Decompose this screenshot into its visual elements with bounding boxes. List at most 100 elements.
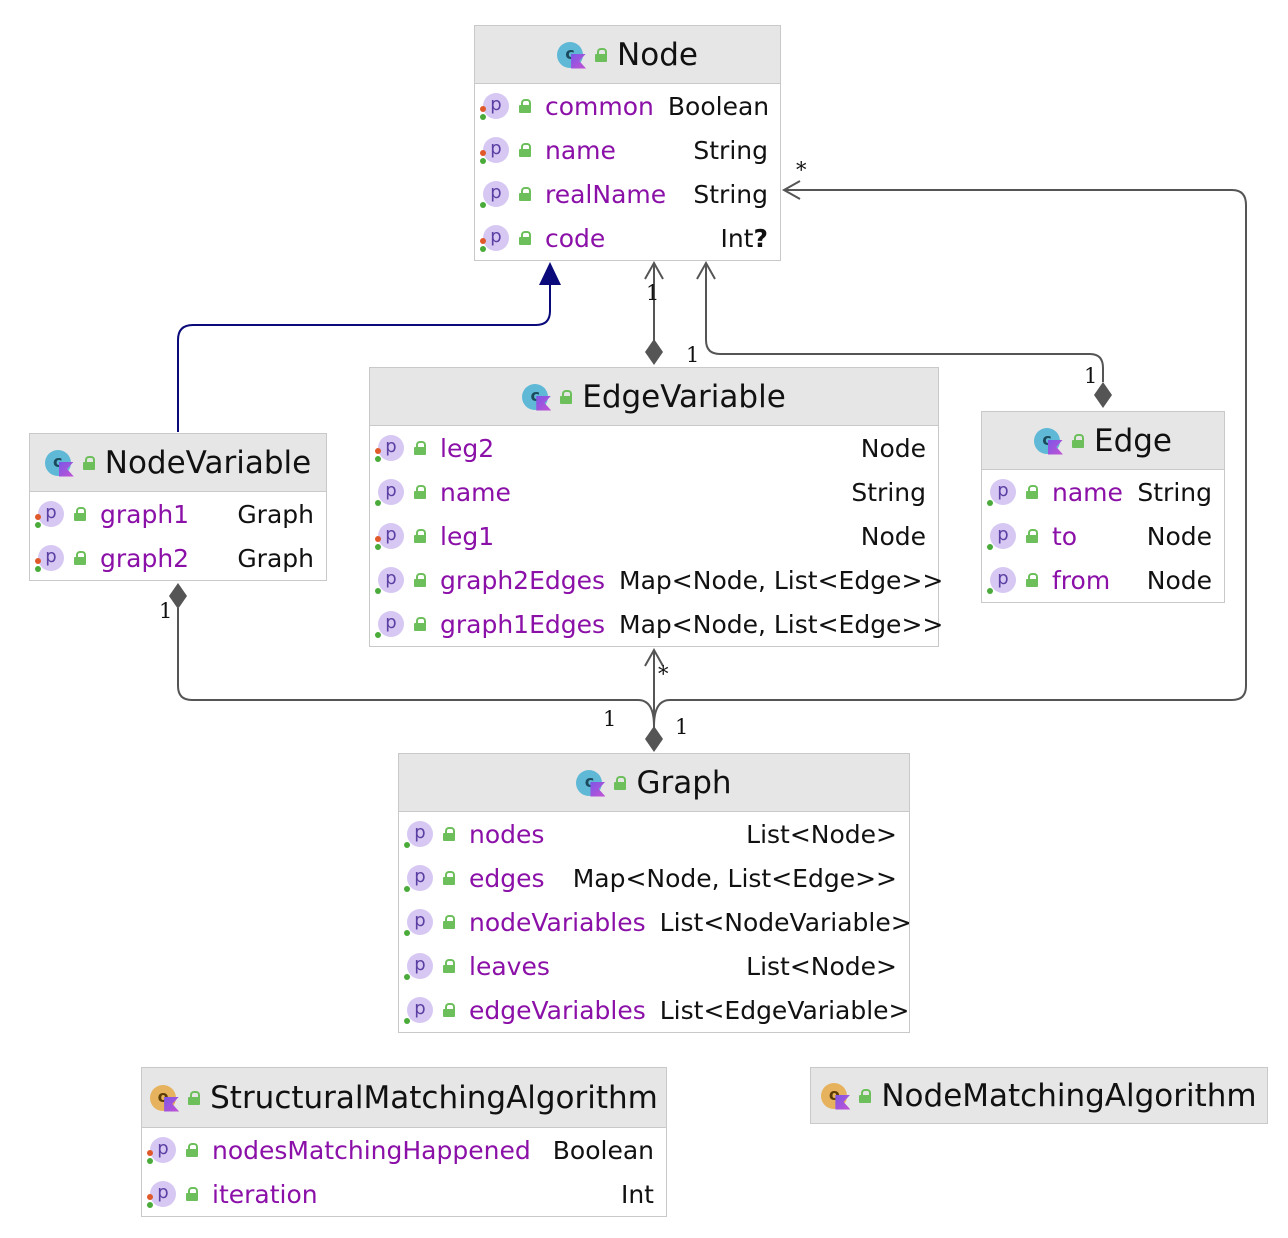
- kotlin-class-icon: c: [1033, 426, 1068, 456]
- property-name: leg1: [440, 521, 495, 551]
- nullable-marker: ?: [753, 223, 768, 253]
- property-name: nodeVariables: [469, 907, 646, 937]
- property-row[interactable]: p nodeVariables List<NodeVariable>: [399, 900, 912, 944]
- public-lock-icon: [443, 915, 455, 929]
- kotlin-class-icon: c: [44, 448, 79, 478]
- public-lock-icon: [188, 1090, 201, 1105]
- kotlin-object-icon: o: [821, 1081, 855, 1111]
- property-row[interactable]: p nodes List<Node>: [399, 812, 909, 856]
- property-icon: p: [480, 225, 509, 252]
- class-title: EdgeVariable: [582, 378, 786, 415]
- property-row[interactable]: p edgeVariables List<EdgeVariable>: [399, 988, 909, 1032]
- property-name: edgeVariables: [469, 995, 646, 1025]
- open-arrowhead: [781, 180, 801, 200]
- property-type: Boolean: [552, 1135, 654, 1165]
- class-title: NodeMatchingAlgorithm: [881, 1077, 1257, 1114]
- property-type: List<EdgeVariable>: [659, 995, 910, 1025]
- property-type: Node: [860, 521, 926, 551]
- inheritance-line-nodevariable-node: [177, 285, 551, 432]
- property-row[interactable]: p nodesMatchingHappened Boolean: [142, 1128, 666, 1172]
- public-lock-icon: [519, 231, 531, 245]
- public-lock-icon: [414, 485, 426, 499]
- multiplicity-label: 1: [646, 281, 660, 305]
- public-lock-icon: [519, 143, 531, 157]
- property-type: Graph: [237, 499, 314, 529]
- composition-line-graph-node: [653, 189, 1247, 727]
- property-type: Graph: [237, 543, 314, 573]
- kotlin-class-icon: c: [522, 382, 556, 412]
- property-name: graph2: [100, 543, 190, 573]
- class-structural-matching-algorithm[interactable]: o StructuralMatchingAlgorithm p nodesMatc…: [141, 1067, 667, 1217]
- property-name: nodesMatchingHappened: [212, 1135, 531, 1165]
- public-lock-icon: [74, 551, 86, 565]
- property-icon: p: [375, 479, 404, 506]
- open-arrowhead: [696, 260, 716, 280]
- property-icon: p: [147, 1137, 176, 1164]
- public-lock-icon: [1071, 433, 1084, 448]
- public-lock-icon: [186, 1187, 198, 1201]
- property-type: Node: [860, 433, 926, 463]
- property-type: Node: [1146, 565, 1212, 595]
- property-name: graph1Edges: [440, 609, 606, 639]
- property-type: List<NodeVariable>: [659, 907, 912, 937]
- public-lock-icon: [186, 1143, 198, 1157]
- property-icon: p: [480, 93, 509, 120]
- public-lock-icon: [414, 573, 426, 587]
- property-type: Map<Node, List<Edge>>: [619, 609, 944, 639]
- property-icon: p: [404, 997, 433, 1024]
- property-type: Boolean: [667, 91, 770, 121]
- property-name: name: [545, 135, 616, 165]
- class-node-matching-algorithm[interactable]: o NodeMatchingAlgorithm: [810, 1067, 1268, 1124]
- property-name: iteration: [212, 1179, 318, 1209]
- public-lock-icon: [560, 389, 573, 404]
- property-icon: p: [987, 479, 1016, 506]
- property-icon: p: [480, 181, 509, 208]
- property-name: realName: [545, 179, 667, 209]
- public-lock-icon: [1026, 529, 1038, 543]
- multiplicity-label: 1: [675, 715, 689, 739]
- property-name: edges: [469, 863, 545, 893]
- property-icon: p: [404, 909, 433, 936]
- public-lock-icon: [443, 959, 455, 973]
- class-title: StructuralMatchingAlgorithm: [210, 1079, 658, 1116]
- property-name: name: [1052, 477, 1123, 507]
- multiplicity-label: 1: [686, 343, 700, 367]
- property-name: graph2Edges: [440, 565, 606, 595]
- property-type: List<Node>: [746, 819, 897, 849]
- property-icon: p: [404, 821, 433, 848]
- public-lock-icon: [414, 441, 426, 455]
- property-name: nodes: [469, 819, 545, 849]
- class-title: Graph: [636, 764, 732, 801]
- class-title: Node: [617, 36, 698, 73]
- multiplicity-label: 1: [1084, 364, 1098, 388]
- kotlin-object-icon: o: [150, 1083, 184, 1113]
- property-type: Int?: [720, 223, 768, 253]
- property-type: Int: [620, 1179, 654, 1209]
- multiplicity-label: *: [658, 662, 669, 686]
- public-lock-icon: [1026, 485, 1038, 499]
- multiplicity-label: *: [796, 158, 807, 182]
